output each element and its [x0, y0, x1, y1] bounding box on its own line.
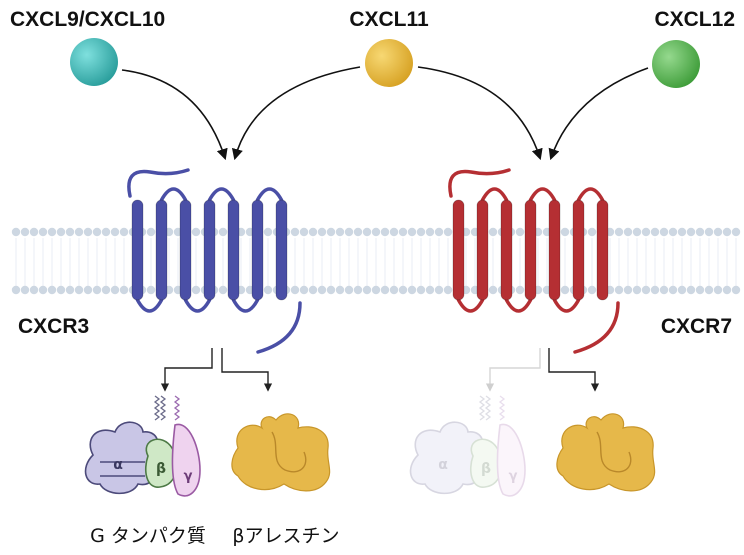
binding-arrows — [121, 66, 649, 161]
cxcr7-helix-4 — [524, 199, 537, 301]
cxcr3-helix-5 — [227, 199, 240, 301]
arrow-cxcl11-to-cxcr3 — [231, 66, 361, 161]
cxcr7-helix-2 — [476, 199, 489, 301]
cxcr3-helix-4 — [203, 199, 216, 301]
lipid-anchor-gamma-icon — [173, 395, 181, 421]
cxcr3-helix-3 — [179, 199, 192, 301]
arrow-cxcl9-to-cxcr3 — [121, 69, 228, 161]
cxcr3-c-terminus — [256, 301, 302, 354]
g-gamma-subunit-faded — [496, 423, 526, 497]
cxcl9-cxcl10-ball-icon — [70, 38, 118, 86]
g-beta-label: β — [156, 461, 166, 477]
ligand-cxcl9-cxcl10: CXCL9/CXCL10 — [10, 8, 165, 86]
cxcr3-signal-branches — [160, 348, 273, 392]
cell-membrane — [11, 227, 741, 295]
cxcr7-helix-3 — [500, 199, 513, 301]
cxcr3-helix-1 — [131, 199, 144, 301]
receptor-cxcr3 — [127, 168, 302, 354]
arrestin-cxcr3 — [231, 413, 331, 492]
cxcr7-to-arrestin-arrow — [548, 348, 600, 392]
cxcr3-loops — [135, 187, 284, 313]
cxcr3-to-gprotein-arrow — [160, 348, 213, 392]
lipid-anchor-icon — [153, 395, 161, 421]
ligand-cxcl11: CXCL11 — [349, 8, 429, 87]
cxcr3-to-arrestin-arrow — [221, 348, 273, 392]
receptor-cxcr7 — [448, 168, 620, 354]
g-protein-label: G タンパク質 — [90, 525, 206, 547]
cxcl12-label: CXCL12 — [654, 8, 735, 31]
cxcr7-to-gprotein-arrow — [485, 348, 541, 392]
cxcl11-ball-icon — [365, 39, 413, 87]
cxcr7-c-terminus — [573, 301, 620, 354]
g-beta-subunit-faded — [469, 438, 503, 488]
cxcr7-helix-5 — [548, 199, 561, 301]
g-gamma-subunit — [171, 423, 201, 497]
cxcr7-loops — [456, 187, 605, 313]
cxcr7-helix-1 — [452, 199, 465, 301]
g-protein-cxcr3: α β γ — [84, 395, 201, 497]
g-beta-label-faded: β — [481, 461, 491, 477]
arrestin-label: βアレスチン — [232, 525, 339, 547]
cxcr3-helix-7 — [275, 199, 288, 301]
cxcr3-helix-6 — [251, 199, 264, 301]
cxcr7-n-terminus — [448, 168, 511, 198]
cxcr7-signal-branches — [485, 348, 600, 392]
cxcr3-n-terminus — [127, 168, 190, 198]
cxcl12-ball-icon — [652, 40, 700, 88]
g-alpha-subunit-faded — [409, 421, 484, 495]
g-alpha-label: α — [113, 457, 123, 473]
arrow-cxcl11-to-cxcr7 — [417, 66, 543, 161]
cxcl9-cxcl10-label: CXCL9/CXCL10 — [10, 8, 165, 31]
cxcr7-helix-6 — [572, 199, 585, 301]
arrow-cxcl12-to-cxcr7 — [548, 67, 649, 161]
ligand-cxcl12: CXCL12 — [652, 8, 735, 88]
cxcr7-helix-7 — [596, 199, 609, 301]
g-alpha-label-faded: α — [438, 457, 448, 473]
g-gamma-label-faded: γ — [509, 469, 518, 484]
g-protein-cxcr7-faded: α β γ — [409, 395, 526, 497]
arrestin-cxcr7 — [556, 413, 656, 492]
cxcl11-label: CXCL11 — [349, 8, 429, 31]
g-gamma-label: γ — [184, 469, 193, 484]
cxcr7-label: CXCR7 — [661, 315, 732, 338]
cxcr3-label: CXCR3 — [18, 315, 89, 338]
cxcr3-helix-2 — [155, 199, 168, 301]
